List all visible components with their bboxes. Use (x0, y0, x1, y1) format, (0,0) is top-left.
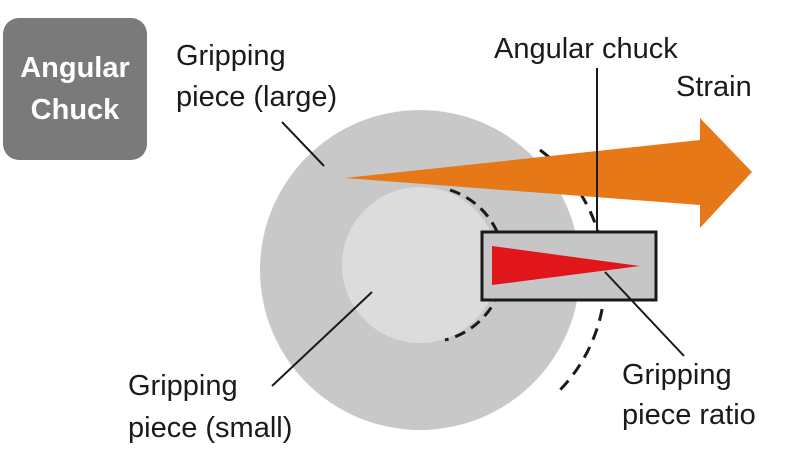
label-gripping-small-2: piece (small) (128, 412, 293, 444)
small-gripping-piece (342, 187, 498, 343)
leader-line-ratio (604, 271, 685, 357)
label-strain: Strain (676, 71, 752, 103)
label-gripping-small-1: Gripping (128, 370, 238, 402)
strain-arrow (345, 118, 752, 228)
badge-line-1: Angular (20, 52, 130, 84)
angular-chuck-badge: Angular Chuck (3, 18, 147, 160)
leader-line-small (271, 291, 373, 387)
badge-line-2: Chuck (30, 94, 120, 126)
label-gripping-large-2: piece (large) (176, 81, 338, 113)
label-ratio-2: piece ratio (622, 399, 756, 431)
label-angular-chuck: Angular chuck (494, 33, 678, 65)
label-gripping-large-1: Gripping (176, 40, 286, 72)
leader-line-large (281, 121, 325, 167)
label-ratio-1: Gripping (622, 359, 732, 391)
gripping-piece-ratio-triangle (492, 246, 640, 285)
